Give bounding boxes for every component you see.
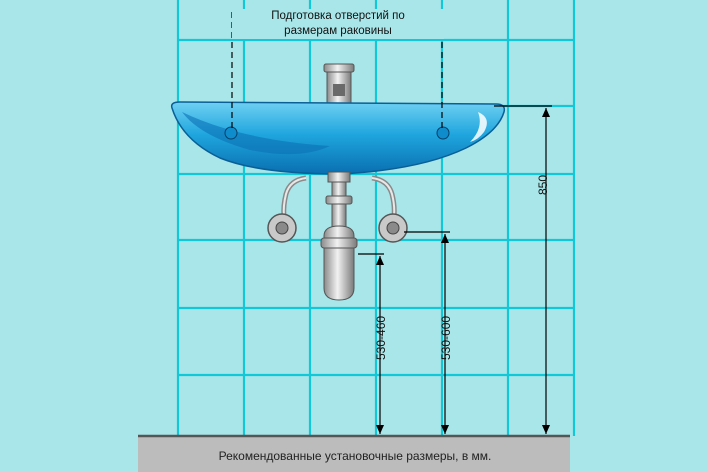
floor-caption: Рекомендованные установочные размеры, в … <box>218 449 492 463</box>
total-height-label: 850 <box>536 174 550 195</box>
sink-basin <box>170 101 506 175</box>
right-supply-valve <box>371 175 408 243</box>
note-line-2: размерам раковины <box>284 25 392 37</box>
left-supply-valve <box>267 175 307 243</box>
supply-height-label: 530-600 <box>439 315 453 360</box>
note-line-1: Подготовка отверстий по <box>271 10 405 22</box>
drain-siphon <box>320 171 358 301</box>
drain-height-label: 530-460 <box>374 315 388 360</box>
floor <box>138 436 570 472</box>
hole-preparation-note: Подготовка отверстий по размерам раковин… <box>232 9 444 39</box>
